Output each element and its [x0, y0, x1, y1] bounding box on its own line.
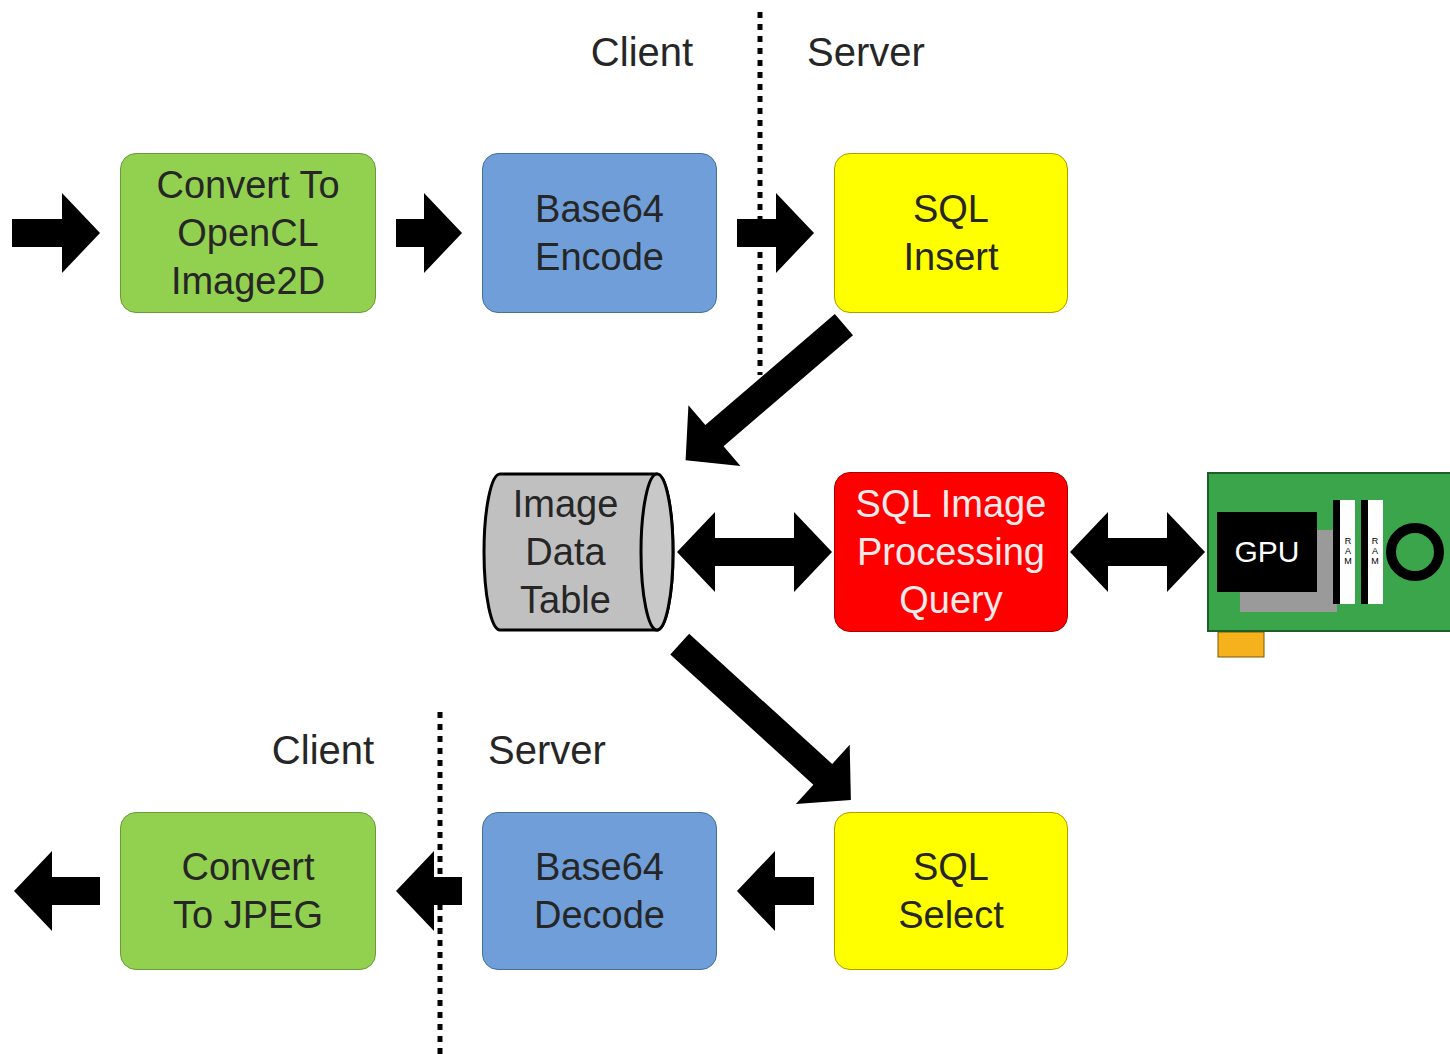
input-arrow	[12, 193, 100, 273]
side-label: Server	[488, 726, 606, 774]
node-text: SQL Select	[881, 843, 1021, 939]
memory-module	[1333, 500, 1340, 604]
node-text: Base64 Encode	[510, 185, 690, 281]
process-box: Convert To OpenCL Image2D	[120, 153, 376, 313]
edge-connector	[1218, 632, 1264, 657]
process-box: SQL Select	[834, 812, 1068, 970]
node-text: Convert To OpenCL Image2D	[148, 161, 348, 305]
node-text: SQL Insert	[881, 185, 1021, 281]
cylinder-end	[641, 474, 673, 630]
flow-arrow	[396, 851, 462, 931]
memory-module	[1361, 500, 1368, 604]
flow-arrow	[396, 193, 462, 273]
flow-arrow	[686, 314, 853, 466]
database-table: Image Data Table	[482, 472, 675, 632]
side-label: Server	[807, 28, 925, 76]
process-box: Base64 Encode	[482, 153, 717, 313]
node-text: Convert To JPEG	[163, 843, 333, 939]
output-arrow	[14, 851, 100, 931]
process-box: SQL Insert	[834, 153, 1068, 313]
node-text: Image Data Table	[501, 480, 631, 624]
memory-module	[1340, 500, 1355, 604]
memory-module	[1368, 500, 1383, 604]
side-label: Client	[272, 726, 374, 774]
node-text: SQL Image Processing Query	[846, 480, 1056, 624]
fan-ring	[1391, 528, 1439, 576]
flow-arrow	[737, 193, 814, 273]
chip-label: GPU	[1217, 512, 1317, 592]
gpu-card: GPU RAM RAM	[1207, 472, 1450, 632]
cylinder-body	[484, 474, 673, 630]
node-text: Base64 Decode	[510, 843, 690, 939]
process-box: Convert To JPEG	[120, 812, 376, 970]
flow-arrow	[670, 634, 851, 804]
memory-label: RAM	[1371, 537, 1380, 567]
card-board	[1208, 473, 1450, 631]
query-box: SQL Image Processing Query	[834, 472, 1068, 632]
memory-label: RAM	[1344, 537, 1353, 567]
process-box: Base64 Decode	[482, 812, 717, 970]
flow-arrow	[737, 851, 814, 931]
flow-arrow	[677, 512, 832, 592]
client-server-divider	[758, 12, 763, 375]
side-label: Client	[591, 28, 693, 76]
flow-arrow	[1070, 512, 1205, 592]
